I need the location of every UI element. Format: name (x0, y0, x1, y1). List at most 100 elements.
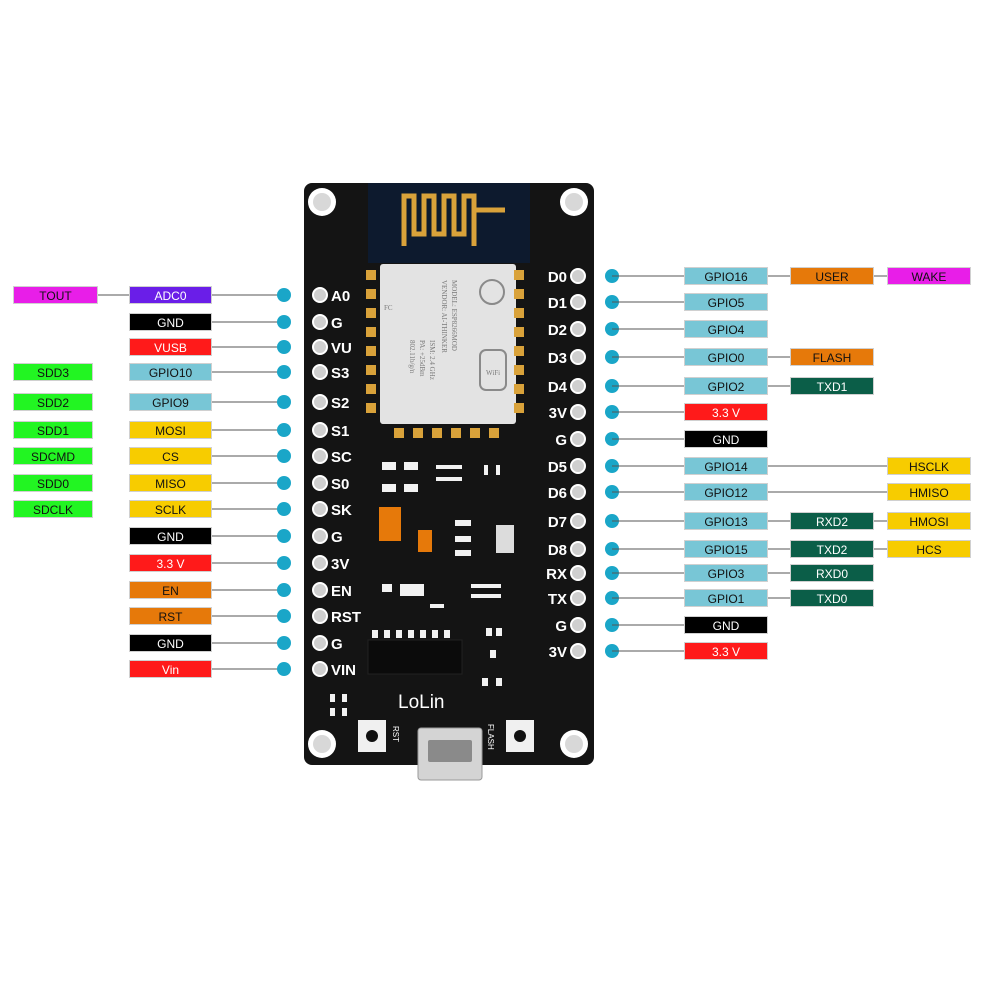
pin-pad (312, 394, 328, 410)
pin-pad (570, 458, 586, 474)
signal-tag: GPIO5 (684, 293, 768, 311)
signal-tag: HCS (887, 540, 971, 558)
pin-pad (312, 287, 328, 303)
signal-tag: CS (129, 447, 212, 465)
mounting-holes (308, 188, 588, 758)
pin-label: S1 (331, 423, 349, 440)
module-pad (514, 289, 524, 299)
signal-tag: GPIO9 (129, 393, 212, 411)
pin-label: D5 (548, 459, 567, 476)
signal-tag: HMOSI (887, 512, 971, 530)
pin-pad (570, 541, 586, 557)
signal-tag: TXD1 (790, 377, 874, 395)
signal-tag: GND (129, 634, 212, 652)
module-pad (366, 289, 376, 299)
rst-button-label: RST (391, 726, 400, 742)
module-pad (514, 365, 524, 375)
signal-tag: GND (684, 430, 768, 448)
capacitor-orange-small (418, 530, 432, 552)
pin-label: D2 (548, 322, 567, 339)
signal-tag: GPIO13 (684, 512, 768, 530)
module-ism: ISM: 2.4 GHz (428, 340, 436, 380)
signal-tag: Vin (129, 660, 212, 678)
signal-tag: EN (129, 581, 212, 599)
pin-marker (277, 609, 291, 623)
module-fc-mark: FC (384, 304, 393, 312)
signal-tag: TXD2 (790, 540, 874, 558)
pin-label: D0 (548, 269, 567, 286)
pin-label: G (331, 636, 343, 653)
pin-pad (312, 422, 328, 438)
signal-tag: GPIO1 (684, 589, 768, 607)
micro-usb-inner-icon (428, 740, 472, 762)
pin-label: D7 (548, 514, 567, 531)
pin-pad (570, 643, 586, 659)
signal-tag: WAKE (887, 267, 971, 285)
pin-marker (277, 340, 291, 354)
module-pad (514, 270, 524, 280)
pin-label: D1 (548, 295, 567, 312)
module-pad (366, 403, 376, 413)
module-pad (366, 346, 376, 356)
signal-tag: FLASH (790, 348, 874, 366)
pin-pad (570, 590, 586, 606)
module-pad (451, 428, 461, 438)
module-pads (366, 270, 524, 438)
pin-label: 3V (549, 405, 567, 422)
pin-marker (277, 365, 291, 379)
module-pad (470, 428, 480, 438)
pin-pad (312, 608, 328, 624)
signal-tag: GPIO0 (684, 348, 768, 366)
pin-marker (277, 476, 291, 490)
brand-label: LoLin (398, 692, 445, 713)
pin-label: SC (331, 449, 352, 466)
pin-pad (312, 582, 328, 598)
module-pad (366, 384, 376, 394)
pin-pad (312, 448, 328, 464)
module-logo-icon (479, 279, 505, 305)
flash-button-label: FLASH (486, 724, 495, 750)
pin-marker (277, 449, 291, 463)
pin-marker (277, 662, 291, 676)
pin-label: D6 (548, 485, 567, 502)
signal-tag: GPIO16 (684, 267, 768, 285)
signal-tag: ADC0 (129, 286, 212, 304)
signal-tag: GPIO10 (129, 363, 212, 381)
pin-marker (277, 556, 291, 570)
signal-tag: SDD3 (13, 363, 93, 381)
signal-tag: SDCLK (13, 500, 93, 518)
module-pad (366, 308, 376, 318)
pin-label: S2 (331, 395, 349, 412)
signal-tag: TOUT (13, 286, 98, 304)
pin-label: G (331, 315, 343, 332)
pin-marker (277, 395, 291, 409)
signal-tag: 3.3 V (129, 554, 212, 572)
pin-pad (570, 404, 586, 420)
pin-label: VIN (331, 662, 356, 679)
signal-tag: 3.3 V (684, 642, 768, 660)
signal-tag: SDCMD (13, 447, 93, 465)
signal-tag: RST (129, 607, 212, 625)
signal-tag: MOSI (129, 421, 212, 439)
module-pad (413, 428, 423, 438)
pin-pad (312, 339, 328, 355)
pin-marker (277, 423, 291, 437)
pin-pad (570, 294, 586, 310)
module-pad (432, 428, 442, 438)
pin-pad (570, 321, 586, 337)
signal-tag: HMISO (887, 483, 971, 501)
pin-pad (312, 555, 328, 571)
pin-label: D8 (548, 542, 567, 559)
module-pad (514, 403, 524, 413)
pin-pad (570, 349, 586, 365)
pin-marker (277, 502, 291, 516)
pin-marker (277, 315, 291, 329)
module-pad (394, 428, 404, 438)
signal-tag: RXD0 (790, 564, 874, 582)
pin-pad (312, 314, 328, 330)
pin-pad (570, 268, 586, 284)
signal-tag: SDD0 (13, 474, 93, 492)
pin-pad (570, 378, 586, 394)
pin-pad (312, 661, 328, 677)
